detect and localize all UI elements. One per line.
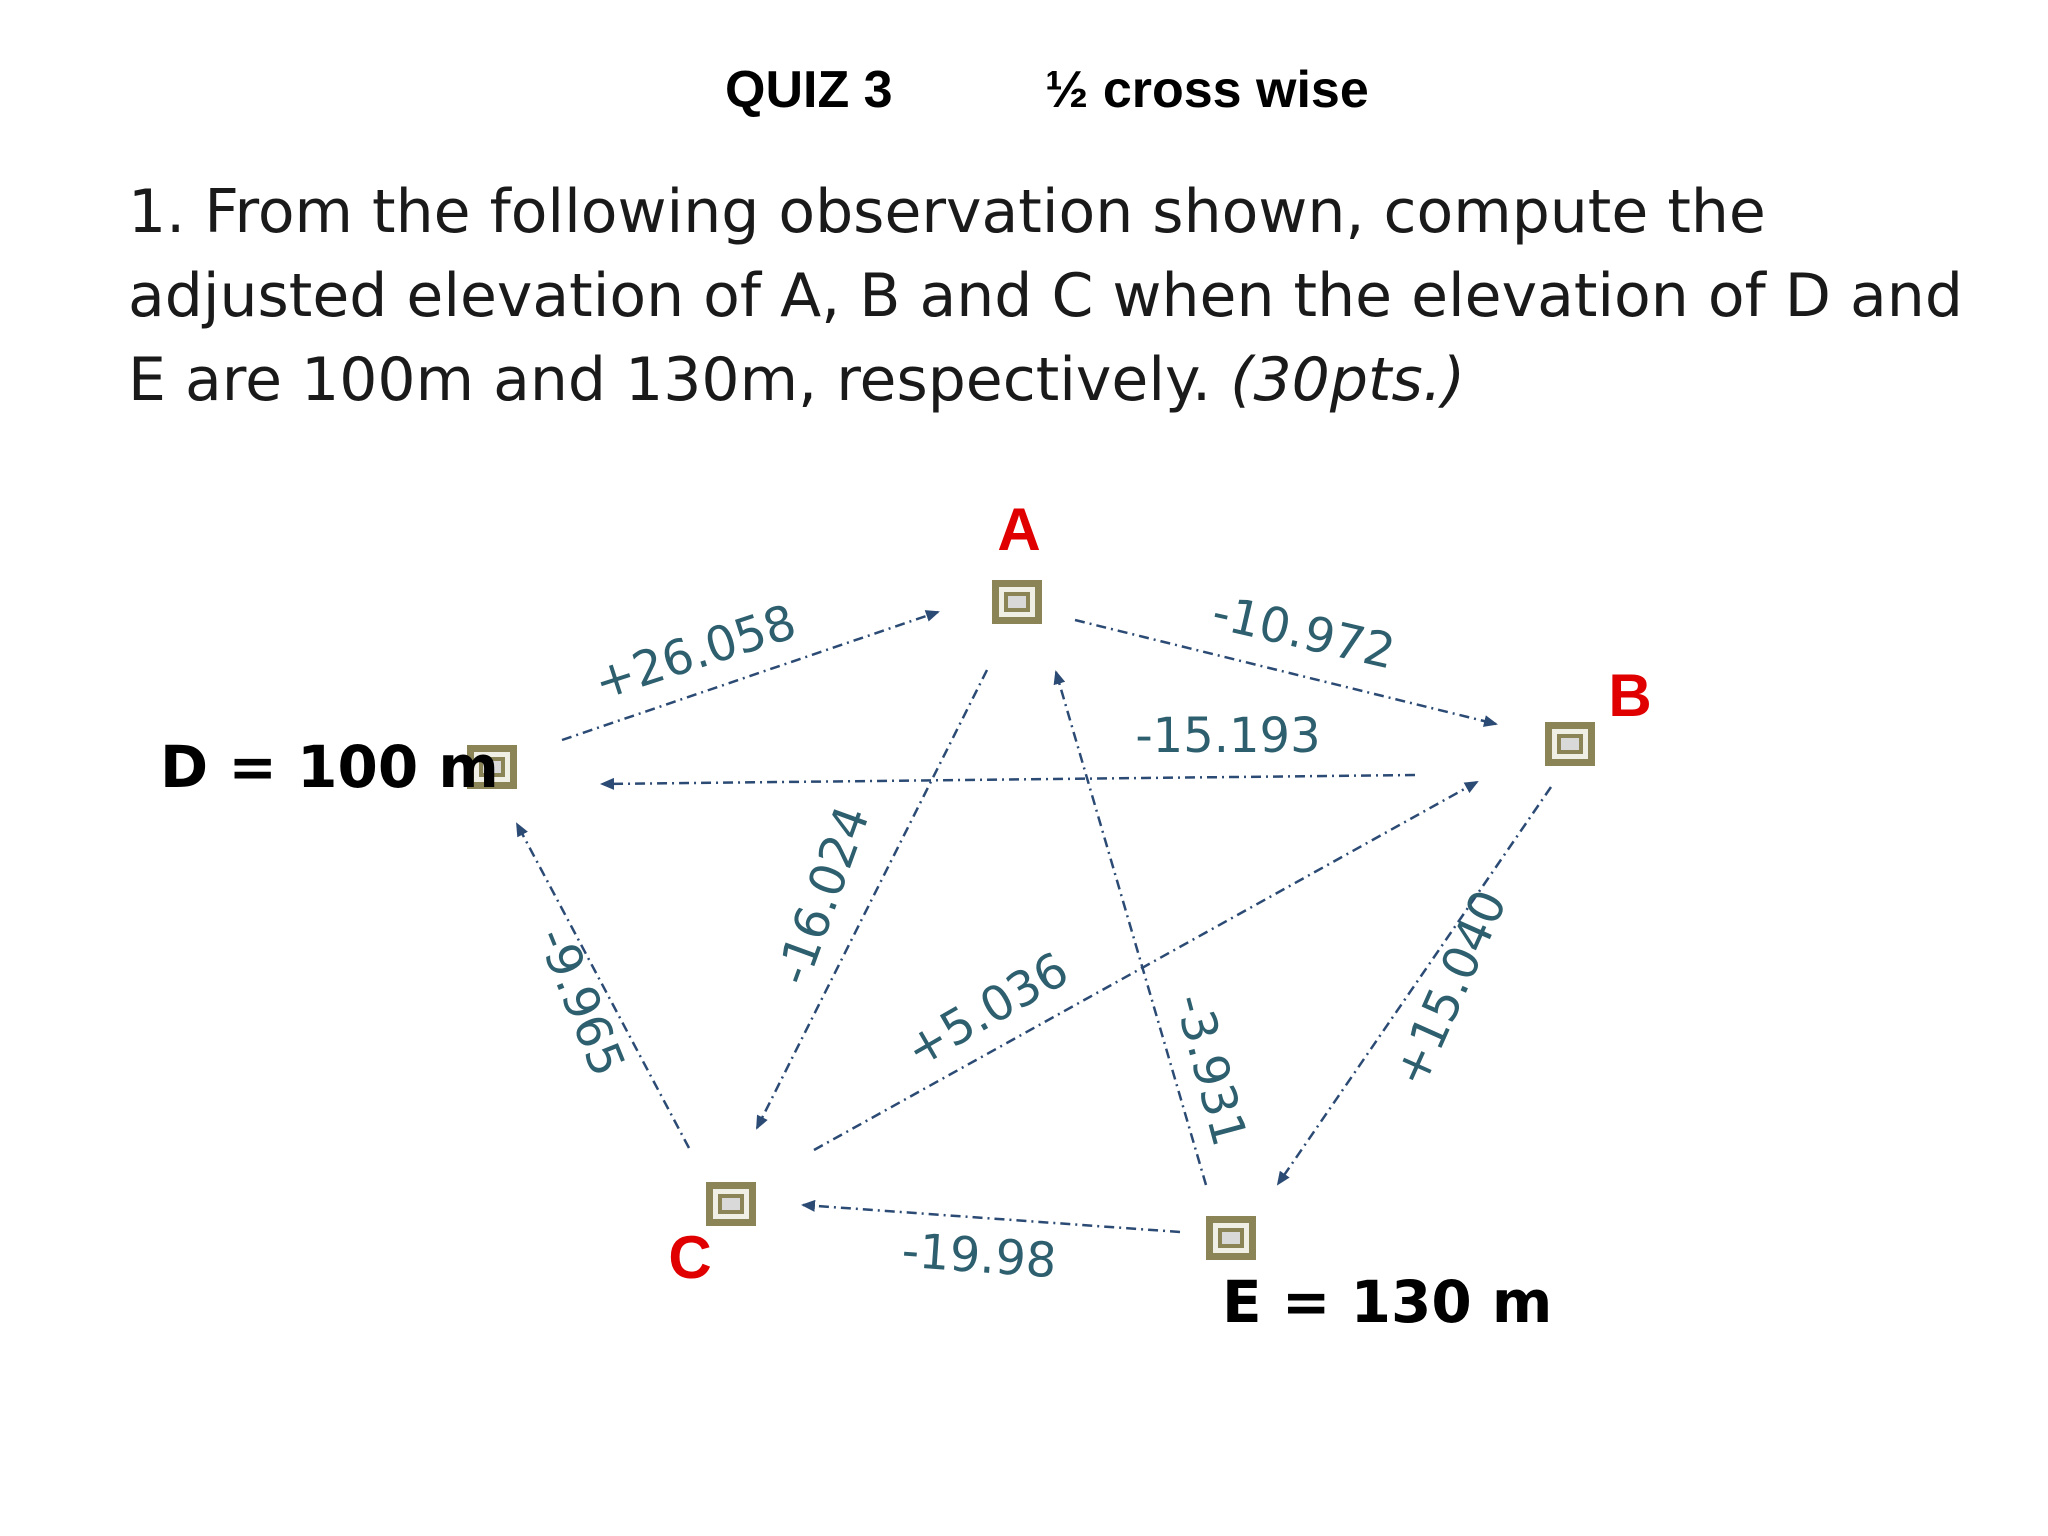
obs-line-a-c	[755, 669, 989, 1130]
station-b-marker	[1545, 722, 1595, 766]
obs-line-c-b	[813, 780, 1479, 1152]
station-b-letter: B	[1608, 662, 1651, 729]
obs-label-a-b: -10.972	[1207, 584, 1400, 680]
obs-line-b-d	[600, 773, 1416, 790]
obs-label-b-d: -15.193	[1135, 708, 1320, 764]
quiz-title: QUIZ 3	[725, 61, 893, 119]
obs-label-b-e: +15.040	[1382, 882, 1518, 1095]
obs-line-a-b	[1074, 618, 1498, 727]
obs-label-e-a: -3.931	[1163, 988, 1257, 1152]
obs-line-e-a	[1053, 670, 1208, 1186]
obs-label-c-d: -9.965	[526, 920, 636, 1084]
question-points: (30pts.)	[1230, 345, 1466, 415]
station-d-label: D = 100 m	[160, 733, 499, 801]
station-a-letter: A	[997, 496, 1040, 563]
obs-line-c-d	[515, 822, 691, 1149]
obs-line-e-c	[801, 1199, 1181, 1234]
station-e-label: E = 130 m	[1222, 1268, 1552, 1336]
observation-lines	[515, 610, 1553, 1234]
quiz-subtitle: ½ cross wise	[1045, 61, 1369, 119]
station-c-letter: C	[668, 1224, 711, 1291]
question-text: 1. From the following observation shown,…	[128, 170, 1978, 422]
station-e-marker	[1206, 1216, 1256, 1260]
station-c-marker	[706, 1182, 756, 1226]
obs-label-a-c: -16.024	[765, 799, 881, 992]
station-a-marker	[992, 580, 1042, 624]
question-body: 1. From the following observation shown,…	[128, 177, 1963, 415]
observation-labels: +26.058 -10.972 -15.193 -16.024 -3.931 +…	[526, 584, 1518, 1289]
quiz-header: QUIZ 3 ½ cross wise	[0, 60, 2048, 120]
obs-line-b-e	[1276, 786, 1553, 1186]
obs-line-d-a	[561, 610, 940, 742]
stations: A B C D = 100 m E = 130 m	[160, 496, 1652, 1336]
obs-label-e-c: -19.98	[900, 1223, 1058, 1290]
obs-label-c-b: +5.036	[896, 941, 1078, 1078]
